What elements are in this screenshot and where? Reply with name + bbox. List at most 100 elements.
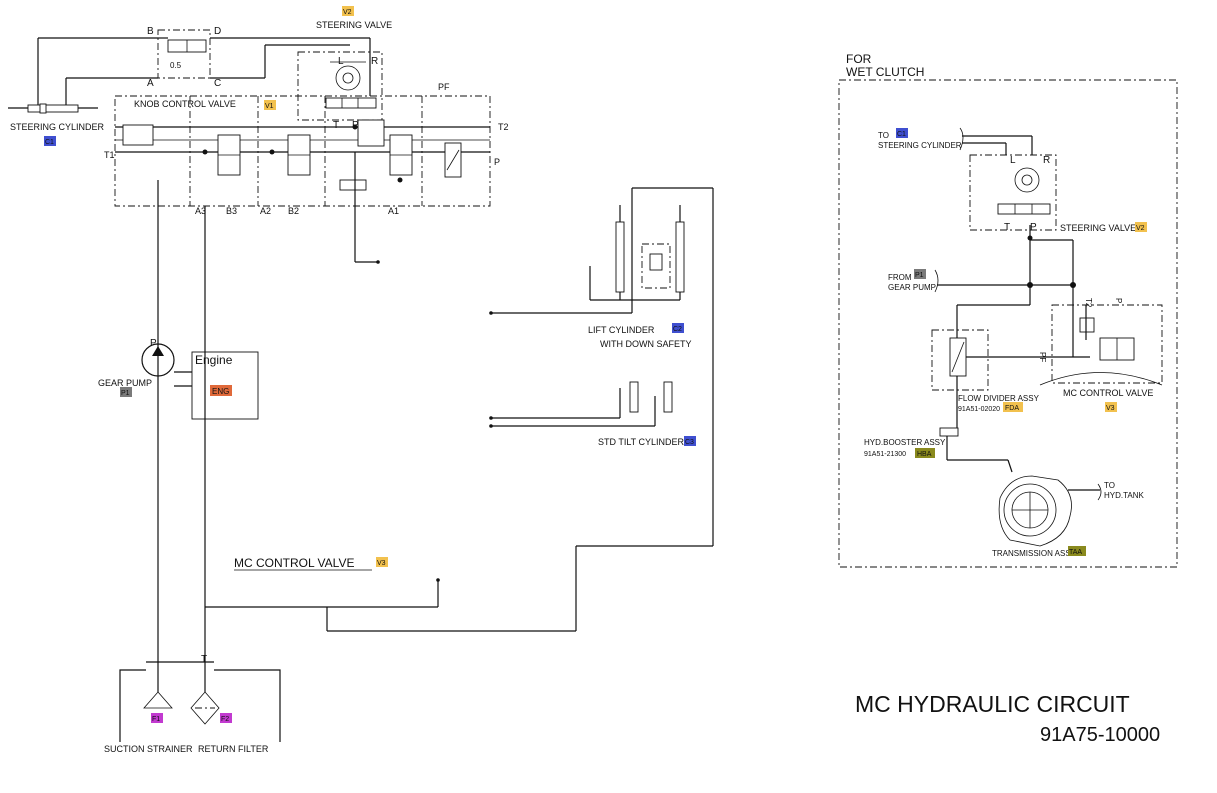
steering-valve-tag: V2	[343, 9, 352, 16]
steering-valve	[297, 51, 383, 121]
from-pump-tag: P1	[915, 272, 924, 279]
knob-valve-tag: V1	[265, 103, 274, 110]
wet-clutch-frame	[838, 79, 1178, 568]
port-p-main: P	[494, 157, 500, 167]
booster-2: 91A51-21300	[864, 451, 906, 458]
port-t2: T2	[498, 122, 509, 132]
port-d: D	[214, 26, 221, 37]
wc-port-pf: PF	[1038, 352, 1047, 362]
wc-port-p: P	[1030, 222, 1037, 233]
knob-valve-label: KNOB CONTROL VALVE	[134, 99, 236, 109]
steering-valve-tag-bg	[342, 6, 354, 16]
lift-cylinder-tag: C2	[673, 326, 682, 333]
steering-port-t: T	[333, 120, 339, 131]
to-tank-1: TO	[1104, 481, 1115, 490]
wc-mc-tag-bg	[1105, 402, 1117, 412]
orifice-value: 0.5	[170, 61, 182, 70]
diagram-title: MC HYDRAULIC CIRCUIT	[855, 691, 1130, 717]
from-pump-1: FROM	[888, 273, 912, 282]
diagram-number: 91A75-10000	[1040, 724, 1160, 746]
gear-pump-tag: P1	[121, 390, 130, 397]
steering-valve-label: STEERING VALVE	[316, 20, 392, 30]
mc-valve-label: MC CONTROL VALVE	[234, 556, 354, 570]
wet-clutch-header-1: FOR	[846, 52, 872, 66]
wc-port-t2: T2	[1084, 298, 1093, 308]
wc-steering-valve	[969, 154, 1074, 285]
port-t1: T1	[104, 150, 115, 160]
wc-steering-tag: V2	[1136, 225, 1145, 232]
wc-mc-valve	[1039, 285, 1163, 386]
transmission-tag: TAA	[1069, 549, 1082, 556]
steering-port-l: L	[338, 56, 344, 67]
port-b3: B3	[226, 206, 237, 216]
hyd-booster	[939, 427, 1013, 473]
lift-cylinder	[489, 188, 685, 315]
steering-cylinder	[8, 37, 158, 114]
flow-divider-tag-bg	[1003, 402, 1023, 412]
to-steering-tag-bg	[896, 128, 908, 138]
hydraulic-tank	[119, 661, 281, 742]
tilt-cylinder-tag-bg	[684, 436, 696, 446]
filter-label: RETURN FILTER	[198, 744, 269, 754]
lift-cylinder-label-2: WITH DOWN SAFETY	[600, 339, 692, 349]
steering-port-r: R	[371, 56, 378, 67]
transmission-label: TRANSMISSION ASSY	[992, 549, 1077, 558]
flow-divider-2: 91A51-02020	[958, 406, 1000, 413]
to-steering-1: TO	[878, 131, 889, 140]
steering-cylinder-label: STEERING CYLINDER	[10, 122, 105, 132]
orifice-block	[157, 29, 371, 96]
strainer-tag: F1	[152, 716, 160, 723]
wc-port-l: L	[1010, 155, 1016, 166]
tilt-cylinder-label: STD TILT CYLINDER	[598, 437, 685, 447]
flow-divider-tag: FDA	[1005, 405, 1019, 412]
wc-port-t: T	[1004, 222, 1010, 233]
wc-steering-label: STEERING VALVE	[1060, 223, 1136, 233]
from-pump-2: GEAR PUMP	[888, 283, 936, 292]
from-pump-tag-bg	[914, 269, 926, 279]
mc-valve-tag: V3	[377, 560, 386, 567]
wc-mc-label: MC CONTROL VALVE	[1063, 388, 1153, 398]
booster-tag: HBA	[917, 451, 932, 458]
gear-pump-tag-bg	[120, 387, 132, 397]
booster-1: HYD.BOOSTER ASSY	[864, 438, 946, 447]
to-steering-2: STEERING CYLINDER	[878, 141, 962, 150]
gear-pump-port: P	[150, 338, 157, 349]
port-a2: A2	[260, 206, 271, 216]
filter-tag: F2	[221, 716, 229, 723]
engine-tag: ENG	[212, 387, 229, 396]
port-b: B	[147, 26, 154, 37]
port-a3: A3	[195, 206, 206, 216]
tank-port-t: T	[201, 654, 207, 665]
steering-cylinder-tag: C1	[45, 139, 54, 146]
lift-cylinder-label-1: LIFT CYLINDER	[588, 325, 655, 335]
to-tank-2: HYD.TANK	[1104, 491, 1145, 500]
port-pf: PF	[438, 82, 450, 92]
mc-valve-lines	[204, 187, 714, 662]
transmission-tag-bg	[1068, 546, 1086, 556]
strainer-tag-bg	[151, 713, 163, 723]
flow-divider	[931, 329, 1090, 428]
flow-divider-1: FLOW DIVIDER ASSY	[958, 394, 1040, 403]
tilt-cylinder-tag: C3	[685, 439, 694, 446]
port-a: A	[147, 78, 154, 89]
gear-pump-label: GEAR PUMP	[98, 378, 152, 388]
engine-label: Engine	[195, 353, 233, 367]
port-a1: A1	[388, 206, 399, 216]
tilt-cylinder	[489, 381, 673, 428]
to-steering-tag: C1	[897, 131, 906, 138]
knob-control-valve	[114, 95, 491, 264]
strainer-label: SUCTION STRAINER	[104, 744, 193, 754]
mc-valve-tag-bg	[376, 557, 388, 567]
engine-tag-bg	[210, 385, 232, 396]
steering-cylinder-tag-bg	[44, 136, 56, 146]
port-b2: B2	[288, 206, 299, 216]
gear-pump	[141, 180, 192, 662]
booster-tag-bg	[915, 448, 935, 458]
wc-port-p2: P	[1114, 298, 1123, 303]
knob-valve-tag-bg	[264, 100, 276, 110]
wc-steering-tag-bg	[1135, 222, 1147, 232]
wet-clutch-header-2: WET CLUTCH	[846, 65, 924, 79]
port-c: C	[214, 78, 221, 89]
transmission	[998, 475, 1102, 547]
